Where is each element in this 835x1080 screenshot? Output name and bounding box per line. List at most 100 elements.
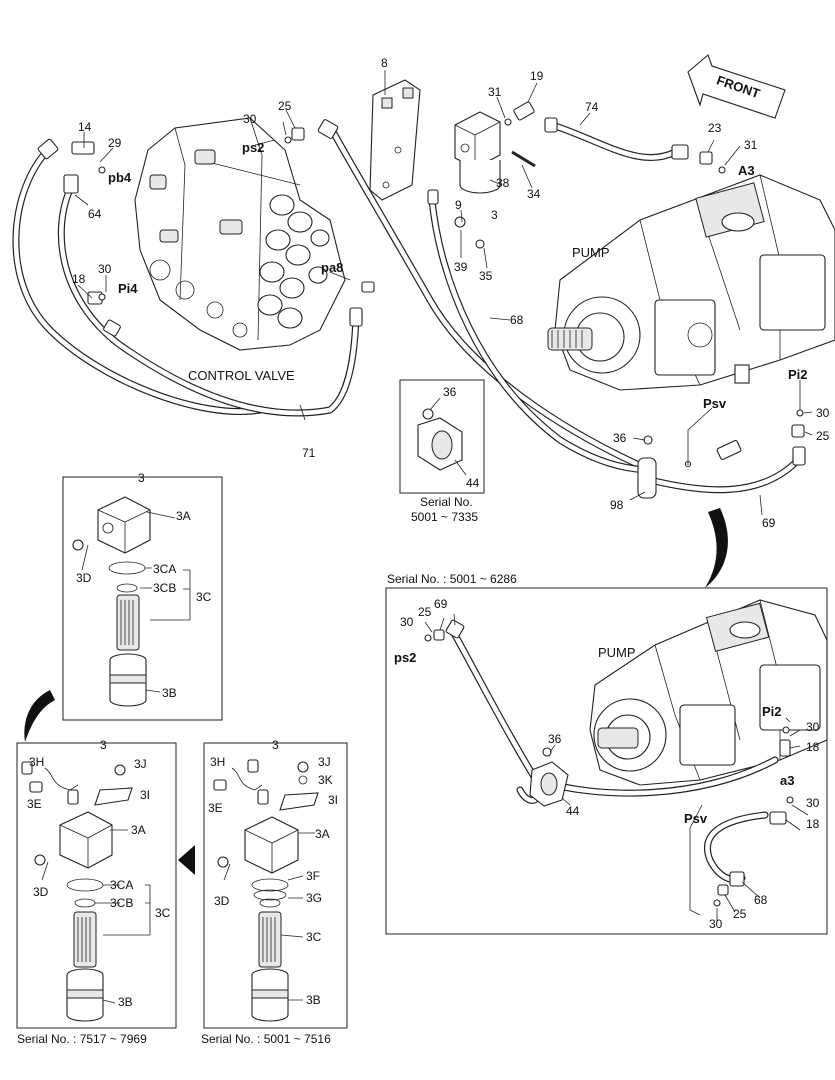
curved-arrow-to-box-b — [24, 690, 55, 742]
box-serial-7335 — [399, 379, 485, 494]
callout-74: 74 — [585, 100, 599, 114]
box-b-3a: 3A — [131, 823, 146, 837]
inset-callout-30c: 30 — [806, 796, 820, 810]
pump-drawing — [547, 174, 835, 391]
box-a-3cb: 3CB — [153, 581, 176, 595]
callout-3: 3 — [491, 208, 498, 222]
box-b-3i: 3I — [140, 788, 150, 802]
port-label-pi2: Pi2 — [788, 367, 808, 382]
hose-64 — [12, 146, 264, 415]
fittings-pump — [637, 409, 806, 499]
inset-callout-30d: 30 — [709, 917, 723, 931]
callout-71: 71 — [302, 446, 316, 460]
hose-74 — [548, 121, 679, 161]
inset-serial-6286 — [385, 587, 828, 935]
inset-port-pi2: Pi2 — [762, 704, 782, 719]
box-c-3d: 3D — [214, 894, 230, 908]
box-b-3j: 3J — [134, 757, 147, 771]
leaders-center — [460, 82, 741, 321]
box-b-3b: 3B — [118, 995, 133, 1009]
inset-callout-18: 18 — [806, 740, 820, 754]
box-c-title: 3 — [272, 738, 279, 752]
inset-port-psv: Psv — [684, 811, 708, 826]
leaders-pump — [629, 380, 813, 516]
box-c-serial: Serial No. : 5001 ~ 7516 — [201, 1032, 331, 1046]
callout-98: 98 — [610, 498, 624, 512]
callout-64: 64 — [88, 207, 102, 221]
box-b-title: 3 — [100, 738, 107, 752]
filter-assembly-3 — [454, 111, 501, 194]
control-valve-drawing — [134, 117, 346, 351]
front-arrow — [687, 54, 786, 119]
callout-31b: 31 — [744, 138, 758, 152]
box-c-3c: 3C — [306, 930, 322, 944]
callout-8: 8 — [381, 56, 388, 70]
port-label-ps2: ps2 — [242, 140, 264, 155]
port-label-psv: Psv — [703, 396, 727, 411]
inset-serial: Serial No. : 5001 ~ 6286 — [387, 572, 517, 586]
front-label: FRONT — [715, 72, 762, 101]
box-c-3f: 3F — [306, 869, 320, 883]
callout-29: 29 — [108, 136, 122, 150]
callout-44a: 44 — [466, 476, 480, 490]
inset-callout-30: 30 — [400, 615, 414, 629]
inset-callout-18b: 18 — [806, 817, 820, 831]
fittings-center — [317, 101, 726, 249]
callout-25: 25 — [278, 99, 292, 113]
box-c-3a: 3A — [315, 827, 330, 841]
inset-callout-30b: 30 — [806, 720, 820, 734]
callout-18: 18 — [72, 272, 86, 286]
serial-7335-line1: Serial No. — [420, 495, 473, 509]
serial-7335-line2: 5001 ~ 7335 — [411, 510, 478, 524]
inset-callout-68: 68 — [754, 893, 768, 907]
box-c-3k: 3K — [318, 773, 333, 787]
pump-label: PUMP — [572, 245, 610, 260]
box-a-title: 3 — [138, 471, 145, 485]
box-b-3ca: 3CA — [110, 878, 133, 892]
callout-19: 19 — [530, 69, 544, 83]
hose-69 — [646, 456, 802, 494]
callout-25b: 25 — [816, 429, 830, 443]
box-b-3d: 3D — [33, 885, 49, 899]
leaders-control-valve — [74, 109, 351, 421]
inset-port-a3: a3 — [780, 773, 794, 788]
box-b-3h: 3H — [29, 755, 44, 769]
pointer-triangle — [178, 845, 195, 875]
box-c-3h: 3H — [210, 755, 225, 769]
callout-35: 35 — [479, 269, 493, 283]
box-c-3i: 3I — [328, 793, 338, 807]
box-filter-a — [62, 476, 223, 721]
inset-callout-25: 25 — [418, 605, 432, 619]
box-b-serial: Serial No. : 7517 ~ 7969 — [17, 1032, 147, 1046]
port-label-pi4: Pi4 — [118, 281, 138, 296]
callout-30c: 30 — [816, 406, 830, 420]
box-a-3c: 3C — [196, 590, 212, 604]
inset-callout-44: 44 — [566, 804, 580, 818]
hose-fittings-left — [37, 138, 363, 337]
box-filter-b — [16, 742, 177, 1029]
inset-callout-69: 69 — [434, 597, 448, 611]
port-label-a3: A3 — [738, 163, 755, 178]
box-a-3b: 3B — [162, 686, 177, 700]
callout-31: 31 — [488, 85, 502, 99]
callout-30: 30 — [98, 262, 112, 276]
callout-14: 14 — [78, 120, 92, 134]
callout-68: 68 — [510, 313, 524, 327]
box-b-3c: 3C — [155, 906, 171, 920]
port-label-pa8: pa8 — [321, 260, 343, 275]
callout-30b: 30 — [243, 112, 257, 126]
box-b-3e: 3E — [27, 797, 42, 811]
box-a-3d: 3D — [76, 571, 92, 585]
inset-port-ps2: ps2 — [394, 650, 416, 665]
box-c-3g: 3G — [306, 891, 322, 905]
box-filter-c — [203, 742, 348, 1029]
box-c-3j: 3J — [318, 755, 331, 769]
curved-arrow-to-inset — [705, 508, 728, 588]
box-c-3b: 3B — [306, 993, 321, 1007]
inset-pump-label: PUMP — [598, 645, 636, 660]
inset-callout-25b: 25 — [733, 907, 747, 921]
callout-38: 38 — [496, 176, 510, 190]
